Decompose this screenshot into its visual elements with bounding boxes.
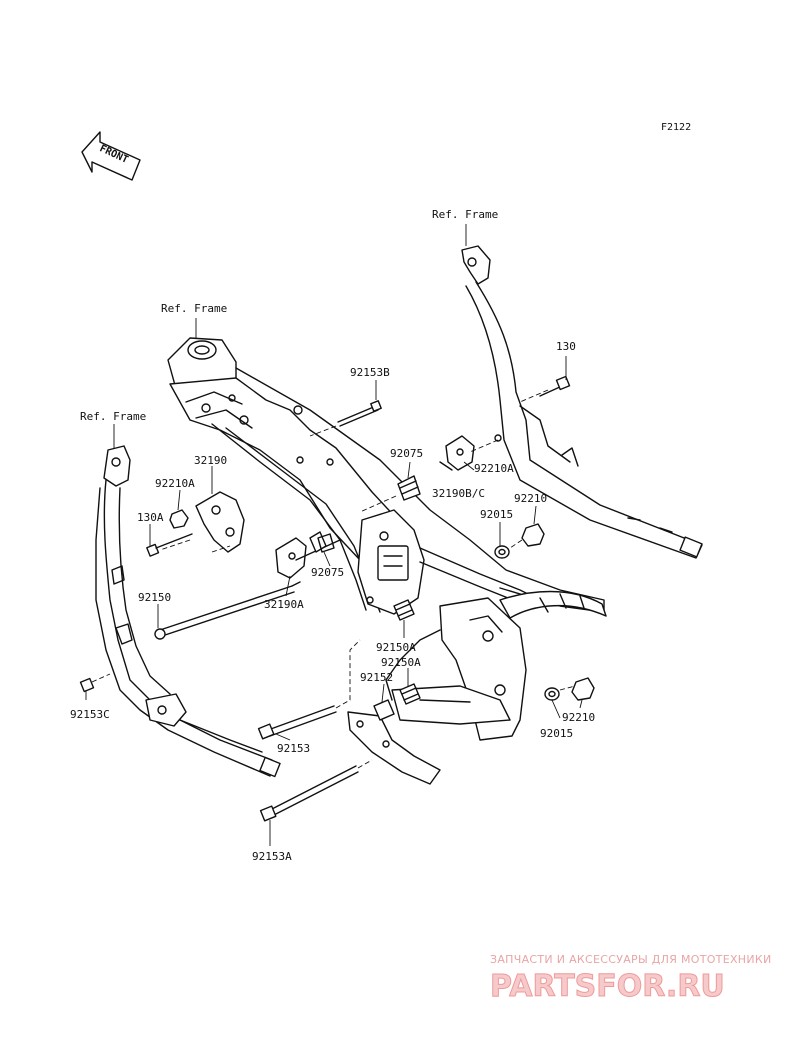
damper-92150A-bottom [399,683,421,705]
bolt-92153A [259,759,373,822]
bracket-32190 [195,491,245,553]
label-92153: 92153 [277,742,310,755]
main-frame-center [167,337,607,785]
spacer-92075-top [359,475,421,513]
label-32190BC: 32190B/C [432,487,485,500]
bracket-32190A [275,531,341,579]
nut-92210-bottom [571,677,595,701]
label-92150A-2: 92150A [381,656,421,669]
label-92153B: 92153B [350,366,390,379]
label-ref-frame-right: Ref. Frame [432,208,498,221]
damper-92150A-top [393,599,415,621]
label-32190A: 32190A [264,598,304,611]
label-ref-frame-center: Ref. Frame [161,302,227,315]
leader-lines [85,224,583,846]
label-32190: 32190 [194,454,227,467]
label-92210-top: 92210 [514,492,547,505]
diagram-code: F2122 [661,122,691,133]
nut-92210-top [521,523,545,547]
label-92015-top: 92015 [480,508,513,521]
collar-92015-top [494,545,510,559]
bolt-92153B [309,400,382,437]
label-92153A: 92153A [252,850,292,863]
label-92150A-1: 92150A [376,641,416,654]
label-92210A-right: 92210A [474,462,514,475]
bolt-130 [539,375,571,397]
watermark-logo: PARTSFOR.RU [490,969,725,1004]
label-92150: 92150 [138,591,171,604]
label-92153C: 92153C [70,708,110,721]
front-arrow-icon: FRONT [81,131,141,181]
nut-92210A-left [169,509,189,529]
rear-frame-rail-right [461,245,703,559]
label-130A: 130A [137,511,164,524]
bolt-92153C [79,673,111,693]
label-92075-mid: 92075 [311,566,344,579]
label-130: 130 [556,340,576,353]
bracket-32190BC [439,434,502,471]
spacer-92152 [373,699,395,721]
label-92075-top: 92075 [390,447,423,460]
watermark-tagline: ЗАПЧАСТИ И АКСЕССУАРЫ ДЛЯ МОТОТЕХНИКИ [490,953,772,966]
front-frame-rail-left [95,445,281,778]
collar-92015-bottom [544,687,560,701]
bolt-92153 [257,639,361,740]
label-92210A-left: 92210A [155,477,195,490]
label-ref-frame-left: Ref. Frame [80,410,146,423]
label-92210-bottom: 92210 [562,711,595,724]
watermark: ЗАПЧАСТИ И АКСЕССУАРЫ ДЛЯ МОТОТЕХНИКИ PA… [490,953,772,1005]
shaft-92150 [154,581,301,640]
label-92015-bottom: 92015 [540,727,573,740]
label-92152: 92152 [360,671,393,684]
bolt-130A [146,533,193,557]
